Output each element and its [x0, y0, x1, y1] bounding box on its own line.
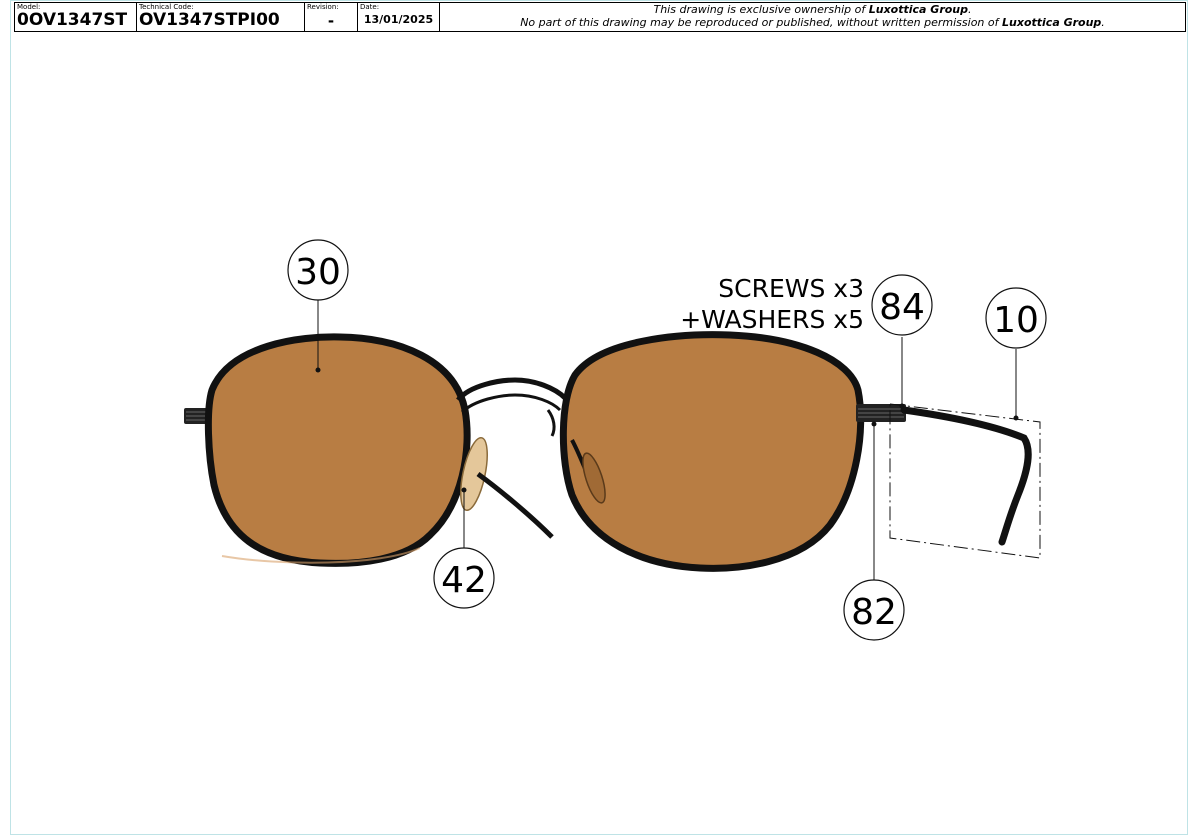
company-name: Luxottica Group [1002, 16, 1102, 29]
callout-hinge-number: 82 [851, 592, 897, 633]
right-nosepad [570, 439, 606, 504]
page-border [10, 0, 1188, 835]
callout-screws-number: 84 [879, 287, 925, 328]
callout-nosepad-number: 42 [441, 560, 487, 601]
callout-10-circle [985, 287, 1047, 349]
date-value: 13/01/2025 [363, 13, 434, 26]
temple-dashed-box [889, 403, 1041, 559]
notice-line-1: This drawing is exclusive ownership of L… [653, 3, 972, 16]
callout-30-circle [287, 239, 349, 301]
technical-code-cell: Technical Code: OV1347STPI00 [137, 2, 305, 32]
date-cell: Date: 13/01/2025 [358, 2, 440, 32]
revision-caption: Revision: [307, 3, 339, 11]
bridge [456, 377, 567, 402]
left-lens [204, 333, 471, 567]
technical-code-value: OV1347STPI00 [139, 10, 280, 30]
right-lens [559, 331, 865, 572]
callout-82-circle [843, 579, 905, 641]
revision-cell: Revision: - [305, 2, 358, 32]
revision-value: - [327, 12, 335, 30]
model-value: 0OV1347ST [17, 10, 128, 30]
model-cell: Model: 0OV1347ST [14, 2, 137, 32]
model-caption: Model: [17, 3, 41, 11]
callout-84-circle [871, 274, 933, 336]
ownership-notice: This drawing is exclusive ownership of L… [440, 2, 1186, 32]
callout-temple-number: 10 [993, 300, 1039, 341]
left-nosepad [460, 436, 554, 539]
technical-code-caption: Technical Code: [139, 3, 194, 11]
screws-note: SCREWS x3 [718, 274, 864, 303]
right-hinge [856, 404, 906, 422]
washers-note: +WASHERS x5 [680, 305, 864, 334]
date-caption: Date: [360, 3, 380, 11]
callout-lens-number: 30 [295, 252, 341, 293]
callout-42-circle [433, 547, 495, 609]
company-name: Luxottica Group [868, 3, 969, 16]
notice-line-2: No part of this drawing may be reproduce… [520, 16, 1105, 29]
right-temple [900, 406, 1032, 546]
